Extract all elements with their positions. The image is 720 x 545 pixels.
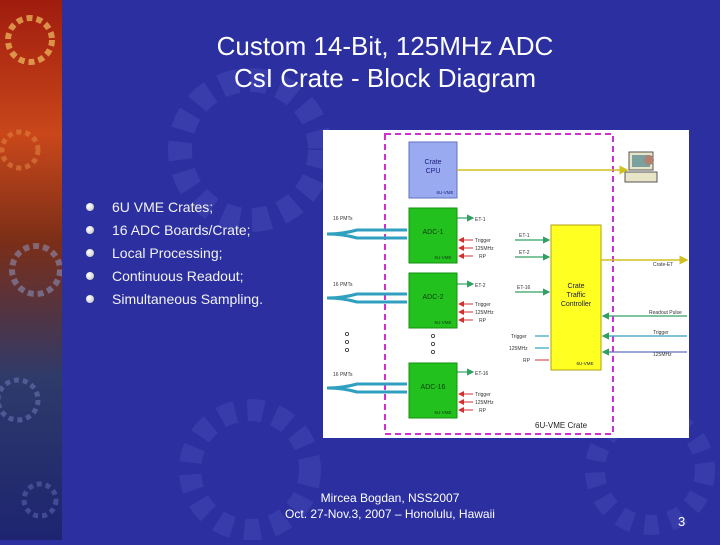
adc-1-et-label: ET-1 <box>475 217 486 223</box>
adc-16-et-label: ET-16 <box>475 371 489 377</box>
adc-2-clock-label: 125MHz <box>475 310 494 316</box>
slide-title: Custom 14-Bit, 125MHz ADC CsI Crate - Bl… <box>100 30 670 94</box>
crate-label: 6U-VME Crate <box>535 421 588 430</box>
decorative-side-strip <box>0 0 63 540</box>
controller-sub: 6U-VME <box>576 361 593 366</box>
controller-input-et-1: ET-1 <box>519 233 530 239</box>
adc-16-block <box>408 362 458 419</box>
adc-1-block <box>408 207 458 264</box>
footer-author: Mircea Bogdan, NSS2007 <box>320 491 460 505</box>
controller-input-et-2: ET-2 <box>519 250 530 256</box>
adc-2-rp-label: RP <box>479 318 487 324</box>
controller-input-et-16: ET-16 <box>517 285 531 291</box>
adc-1-label: ADC-1 <box>422 229 443 236</box>
footer-event: Oct. 27-Nov.3, 2007 – Honolulu, Hawaii <box>285 507 495 521</box>
controller-out-rp: RP <box>523 358 531 364</box>
pmt-label: 16 PMTs <box>333 216 353 222</box>
right-label-trigger: Trigger <box>653 330 669 336</box>
adc-16-sub: 6U-VME <box>434 410 451 415</box>
crate-cpu-label: Crate <box>424 159 441 166</box>
adc-16-trigger-label: Trigger <box>475 392 491 398</box>
adc-1-clock-label: 125MHz <box>475 246 494 252</box>
crate-cpu-sub: 6U-VME <box>436 190 453 195</box>
bullet-item: Local Processing; <box>84 242 263 265</box>
bullet-item: 6U VME Crates; <box>84 196 263 219</box>
right-label-clock: 125MHz <box>653 352 672 358</box>
adc-2-sub: 6U-VME <box>434 320 451 325</box>
pmt-label: 16 PMTs <box>333 372 353 378</box>
bullet-dot-icon <box>86 249 94 257</box>
bullet-list: 6U VME Crates; 16 ADC Boards/Crate; Loca… <box>84 196 263 311</box>
page-number: 3 <box>678 514 686 529</box>
bullet-item: Continuous Readout; <box>84 265 263 288</box>
bullet-dot-icon <box>86 226 94 234</box>
adc-2-label: ADC-2 <box>422 294 443 301</box>
adc-2-block <box>408 272 458 329</box>
bullet-dot-icon <box>86 295 94 303</box>
adc-2-trigger-label: Trigger <box>475 302 491 308</box>
pmt-input-group-16: 16 PMTs <box>326 372 407 394</box>
adc-16-label: ADC-16 <box>421 384 446 391</box>
controller-out-trigger: Trigger <box>511 334 527 340</box>
footer: Mircea Bogdan, NSS2007 Oct. 27-Nov.3, 20… <box>250 490 530 522</box>
adc-16-rp-label: RP <box>479 408 487 414</box>
right-label-readout-pulse: Readout Pulse <box>649 310 682 316</box>
gear-pattern-icon <box>0 15 63 519</box>
block-diagram: Crate CPU 6U-VME ADC-1 6U-VME ET-1 Trigg… <box>323 130 689 438</box>
crate-cpu-label-2: CPU <box>426 168 441 175</box>
crate-border <box>384 133 614 435</box>
controller-out-clock: 125MHz <box>509 346 528 352</box>
ellipsis-dots-icon <box>344 331 436 354</box>
bullet-dot-icon <box>86 272 94 280</box>
adc-1-trigger-label: Trigger <box>475 238 491 244</box>
block-diagram-svg: Crate CPU 6U-VME ADC-1 6U-VME ET-1 Trigg… <box>326 133 689 435</box>
controller-label-2: Traffic <box>566 292 586 299</box>
pmt-label: 16 PMTs <box>333 282 353 288</box>
pmt-input-group-2: 16 PMTs <box>326 282 407 304</box>
adc-2-et-label: ET-2 <box>475 283 486 289</box>
controller-label-1: Crate <box>567 283 584 290</box>
right-label-crate-et: Crate-ET <box>653 262 673 268</box>
adc-1-rp-label: RP <box>479 254 487 260</box>
computer-icon <box>624 151 658 183</box>
title-line-2: CsI Crate - Block Diagram <box>234 63 536 93</box>
title-line-1: Custom 14-Bit, 125MHz ADC <box>216 31 554 61</box>
bullet-item: 16 ADC Boards/Crate; <box>84 219 263 242</box>
bullet-item: Simultaneous Sampling. <box>84 288 263 311</box>
crate-traffic-controller-block <box>550 224 602 371</box>
pmt-input-group-1: 16 PMTs <box>326 216 407 240</box>
adc-1-sub: 6U-VME <box>434 255 451 260</box>
controller-label-3: Controller <box>561 301 592 308</box>
adc-16-clock-label: 125MHz <box>475 400 494 406</box>
crate-cpu-block <box>408 141 458 199</box>
bullet-dot-icon <box>86 203 94 211</box>
